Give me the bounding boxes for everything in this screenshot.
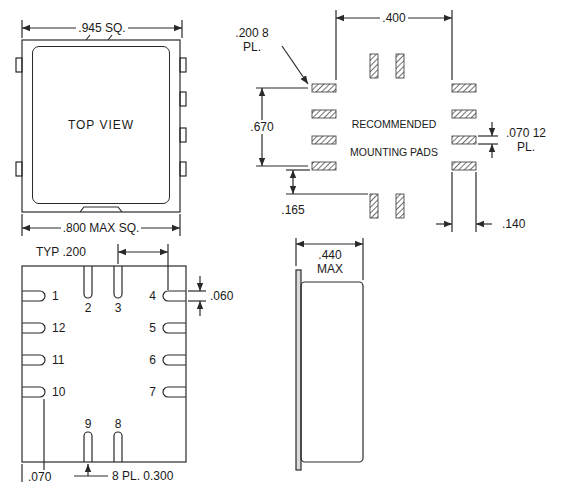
pin-number: 3	[113, 301, 124, 315]
pin-number: 4	[147, 289, 158, 303]
pin-number: 5	[147, 321, 158, 335]
side-tabs	[16, 35, 186, 212]
pin-number: 10	[50, 385, 67, 399]
pin-number: 1	[50, 289, 61, 303]
mounting-flange	[296, 270, 301, 470]
dimension: 8 PL. 0.300	[110, 469, 175, 483]
note: RECOMMENDED MOUNTING PADS	[337, 110, 451, 166]
package-outline	[22, 40, 180, 212]
dimension: .400	[380, 11, 407, 25]
package-outline	[22, 266, 186, 462]
pin-number: 6	[147, 353, 158, 367]
j-lead-slots	[22, 266, 186, 462]
dimension: .070	[26, 470, 53, 484]
dimension: .070 12 PL.	[498, 126, 554, 154]
dimension: .165	[279, 203, 306, 217]
dimension: .140	[500, 217, 527, 231]
dimension: .670	[248, 120, 275, 134]
dimension: .200 8 PL.	[227, 26, 277, 54]
dimension: .945 SQ.	[76, 21, 127, 35]
pin-number: 7	[147, 385, 158, 399]
pin-number: 8	[113, 417, 124, 431]
dimension: .440 MAX	[304, 248, 356, 276]
view-outline: TOP VIEW	[32, 46, 170, 204]
dimension: TYP .200	[34, 245, 88, 259]
pin-number: 2	[83, 301, 94, 315]
pin-number: 11	[50, 353, 66, 367]
package-body	[301, 282, 363, 462]
dimension: .800 MAX SQ.	[61, 221, 142, 235]
pin-number: 9	[83, 417, 94, 431]
pin-number: 12	[50, 321, 67, 335]
view-title: TOP VIEW	[68, 118, 134, 132]
dimension: .060	[208, 289, 235, 303]
